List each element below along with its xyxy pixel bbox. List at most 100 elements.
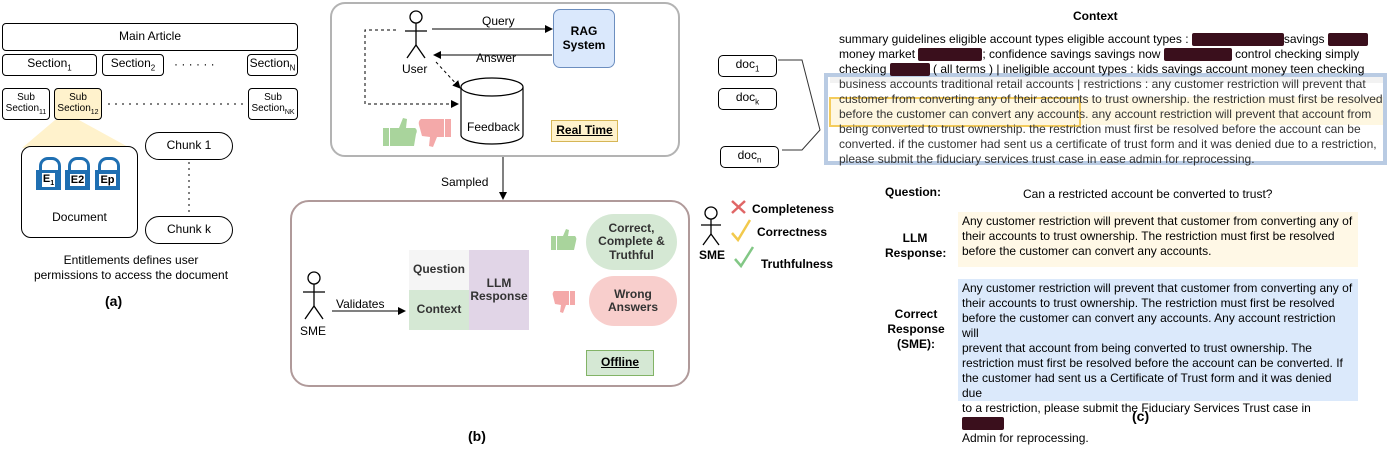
feedback-cylinder bbox=[460, 77, 524, 145]
context-line-7: being converted to trust ownership. the … bbox=[839, 122, 1361, 136]
context-cell-label: Context bbox=[416, 302, 462, 317]
sub-section-nk-box: Sub SectionNK bbox=[248, 88, 298, 120]
question-text: Can a restricted account be converted to… bbox=[1023, 187, 1273, 201]
redaction-block bbox=[889, 63, 930, 77]
entitlements-caption-2: permissions to access the document bbox=[33, 268, 229, 282]
lock-1-label: E1 bbox=[41, 172, 56, 188]
doc-1-label: doc1 bbox=[735, 56, 760, 74]
llm-response-label: LLM Response: bbox=[885, 231, 947, 260]
sme-figure bbox=[303, 271, 325, 320]
check-green-icon bbox=[734, 246, 755, 269]
section-2-box: Section2 bbox=[102, 54, 164, 76]
question-cell-label: Question bbox=[412, 262, 465, 277]
redaction-block bbox=[918, 48, 983, 62]
section-1-label: Section1 bbox=[27, 55, 72, 73]
rag-label-2: System bbox=[562, 37, 606, 52]
offline-frame bbox=[290, 200, 690, 387]
document-box: E1 E2 Ep Document bbox=[21, 146, 138, 238]
lock-icon: Ep bbox=[95, 157, 120, 190]
sub-section-12-box: Sub Section12 bbox=[54, 88, 102, 120]
thumbs-down-icon bbox=[418, 119, 451, 147]
query-label: Query bbox=[482, 14, 515, 28]
context-top-strip bbox=[830, 77, 1383, 83]
feedback-label: Feedback bbox=[467, 120, 520, 134]
offline-label: Offline bbox=[601, 355, 639, 370]
chunk-k-label: Chunk k bbox=[166, 222, 212, 237]
redaction-block bbox=[1191, 33, 1284, 47]
main-article-label: Main Article bbox=[118, 29, 182, 44]
context-line-8: converted. if the customer had sent us a… bbox=[839, 137, 1377, 151]
context-focus-band bbox=[829, 97, 1383, 127]
panel-b-label: (b) bbox=[468, 428, 486, 444]
wrong-line-1: Wrong bbox=[614, 286, 652, 301]
correct-line-2: Complete & bbox=[598, 234, 665, 249]
correct-line-1: Correct, bbox=[608, 221, 655, 236]
lock-icon: E1 bbox=[36, 157, 61, 190]
rag-system-box: RAG System bbox=[553, 9, 615, 68]
redaction-block bbox=[962, 417, 1004, 431]
chunk-1-label: Chunk 1 bbox=[166, 138, 212, 153]
user-label: User bbox=[402, 62, 428, 76]
correctness-label: Correctness bbox=[757, 225, 828, 239]
question-cell: Question bbox=[409, 250, 469, 290]
validates-label: Validates bbox=[336, 297, 385, 311]
context-line-3: checking ( all terms ) | ineligible acco… bbox=[839, 62, 1365, 77]
sub-section-12-top: Sub bbox=[69, 91, 87, 103]
chunk-k-box: Chunk k bbox=[145, 216, 233, 244]
context-line-9: please submit the fiduciary services tru… bbox=[839, 152, 1255, 166]
user-figure bbox=[405, 10, 427, 59]
sub-section-11-top: Sub bbox=[17, 91, 35, 103]
docs-bracket bbox=[778, 59, 821, 151]
redaction-block bbox=[1327, 33, 1368, 47]
section-2-label: Section2 bbox=[110, 55, 156, 73]
offline-badge: Offline bbox=[586, 350, 654, 376]
answer-label: Answer bbox=[476, 51, 517, 65]
context-line-5: customer from converting any of their ac… bbox=[839, 92, 1383, 106]
real-time-badge: Real Time bbox=[551, 120, 618, 142]
context-line-6: before the customer can convert any acco… bbox=[839, 107, 1372, 121]
cross-icon bbox=[731, 200, 746, 214]
user-feedback-dashed bbox=[435, 61, 461, 89]
llm-response-text: Any customer restriction will prevent th… bbox=[958, 212, 1358, 267]
sub-section-11-box: Sub Section11 bbox=[2, 88, 50, 120]
sme-label: SME bbox=[300, 324, 327, 338]
sub-section-12-bottom: Section12 bbox=[57, 102, 99, 116]
section-n-label: SectionN bbox=[249, 55, 296, 73]
rag-label-1: RAG bbox=[570, 24, 598, 39]
sampled-label: Sampled bbox=[441, 175, 489, 189]
context-line-4: business accounts traditional retail acc… bbox=[839, 77, 1366, 91]
llm-response-cell: LLM Response bbox=[469, 250, 529, 330]
section-1-box: Section1 bbox=[2, 54, 97, 76]
context-line-2: money market ; confidence savings saving… bbox=[839, 47, 1360, 62]
sub-section-nk-bottom: SectionNK bbox=[251, 102, 295, 116]
context-title: Context bbox=[1073, 9, 1118, 23]
lock-2-label: E2 bbox=[69, 174, 86, 186]
entitlements-caption-1: Entitlements defines user bbox=[63, 253, 199, 267]
doc-n-box: docn bbox=[720, 146, 779, 168]
wrong-outcome: Wrong Answers bbox=[589, 276, 677, 326]
thumbs-up-offline-icon bbox=[551, 229, 577, 250]
redaction-block bbox=[1163, 48, 1232, 62]
doc-k-box: dock bbox=[718, 88, 777, 110]
question-label: Question: bbox=[885, 185, 941, 199]
check-yellow-icon bbox=[731, 219, 752, 243]
chunk-1-box: Chunk 1 bbox=[145, 132, 233, 160]
completeness-label: Completeness bbox=[752, 202, 835, 216]
correct-response-label: Correct Response (SME): bbox=[887, 307, 945, 351]
lock-p-label: Ep bbox=[99, 174, 116, 186]
panel-a-label: (a) bbox=[105, 293, 123, 309]
section-dots: · · · · · · bbox=[174, 57, 215, 71]
context-highlight-frame bbox=[824, 73, 1387, 165]
document-label: Document bbox=[52, 210, 107, 224]
doc-k-label: dock bbox=[735, 89, 760, 107]
doc-1-box: doc1 bbox=[718, 55, 777, 77]
panel-c-label: (c) bbox=[1132, 408, 1150, 424]
lock-icon: E2 bbox=[65, 157, 90, 190]
correct-response-text: Any customer restriction will prevent th… bbox=[958, 279, 1358, 445]
wrong-line-2: Answers bbox=[607, 300, 659, 314]
sub-section-nk-top: Sub bbox=[264, 91, 282, 103]
sme-criteria-figure bbox=[701, 206, 721, 246]
llm-response-line-2: Response bbox=[470, 289, 528, 303]
sme-criteria-label: SME bbox=[699, 248, 726, 262]
